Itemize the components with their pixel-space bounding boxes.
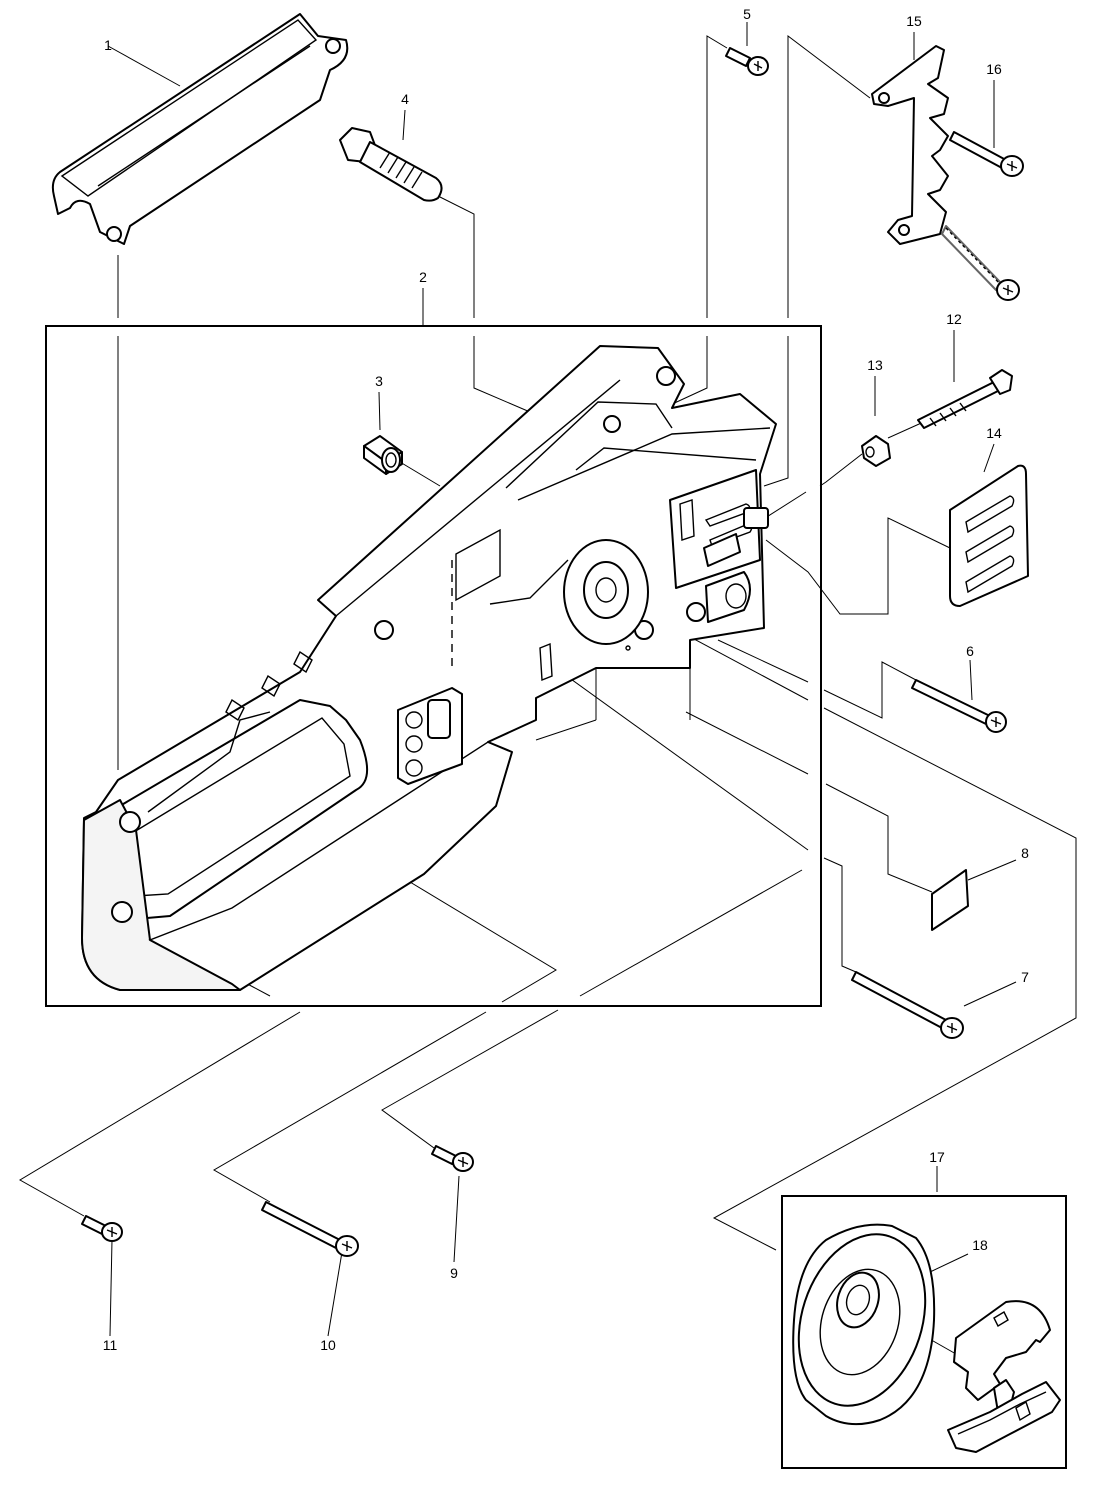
label-part-10: 10 bbox=[320, 1337, 336, 1353]
label-part-1: 1 bbox=[104, 37, 112, 53]
part-3-sleeve bbox=[363, 435, 403, 475]
part-8-label bbox=[931, 869, 969, 931]
label-part-11: 11 bbox=[103, 1337, 118, 1353]
part-9-screw bbox=[431, 1145, 474, 1172]
label-part-7: 7 bbox=[1021, 969, 1029, 985]
label-part-17: 17 bbox=[929, 1149, 945, 1165]
label-part-9: 9 bbox=[450, 1265, 458, 1281]
part-18-clutch-shoes bbox=[947, 1300, 1061, 1453]
label-part-5: 5 bbox=[743, 6, 751, 22]
part-1-handle-cover bbox=[51, 13, 349, 245]
part-2-housing bbox=[81, 345, 777, 991]
label-part-14: 14 bbox=[986, 425, 1002, 441]
part-15-bumper-spike bbox=[871, 45, 949, 245]
label-part-3: 3 bbox=[375, 373, 383, 389]
label-part-13: 13 bbox=[867, 357, 883, 373]
label-part-16: 16 bbox=[986, 61, 1002, 77]
label-part-6: 6 bbox=[966, 643, 974, 659]
clutch-assembly-frame bbox=[781, 1195, 1067, 1469]
part-13-nut bbox=[861, 435, 891, 467]
part-5-screw bbox=[725, 47, 769, 76]
housing-assembly-frame bbox=[45, 325, 822, 1007]
part-10-long-screw bbox=[261, 1201, 359, 1257]
label-part-8: 8 bbox=[1021, 845, 1029, 861]
part-11-screw bbox=[81, 1215, 123, 1242]
part-17-clutch-drum bbox=[792, 1223, 936, 1426]
label-part-12: 12 bbox=[946, 311, 962, 327]
label-part-4: 4 bbox=[401, 91, 409, 107]
label-part-18: 18 bbox=[972, 1237, 988, 1253]
part-7-long-screw bbox=[851, 971, 964, 1039]
part-4-bolt bbox=[339, 127, 443, 202]
part-16-screws bbox=[941, 131, 1024, 301]
part-6-screw bbox=[911, 679, 1007, 733]
part-14-plate bbox=[949, 464, 1029, 607]
label-part-15: 15 bbox=[906, 13, 922, 29]
part-labels: 1 2 3 4 5 6 7 8 9 10 11 12 13 14 15 16 1… bbox=[103, 6, 1029, 1353]
part-12-adjust-screw bbox=[917, 369, 1013, 429]
label-part-2: 2 bbox=[419, 269, 427, 285]
